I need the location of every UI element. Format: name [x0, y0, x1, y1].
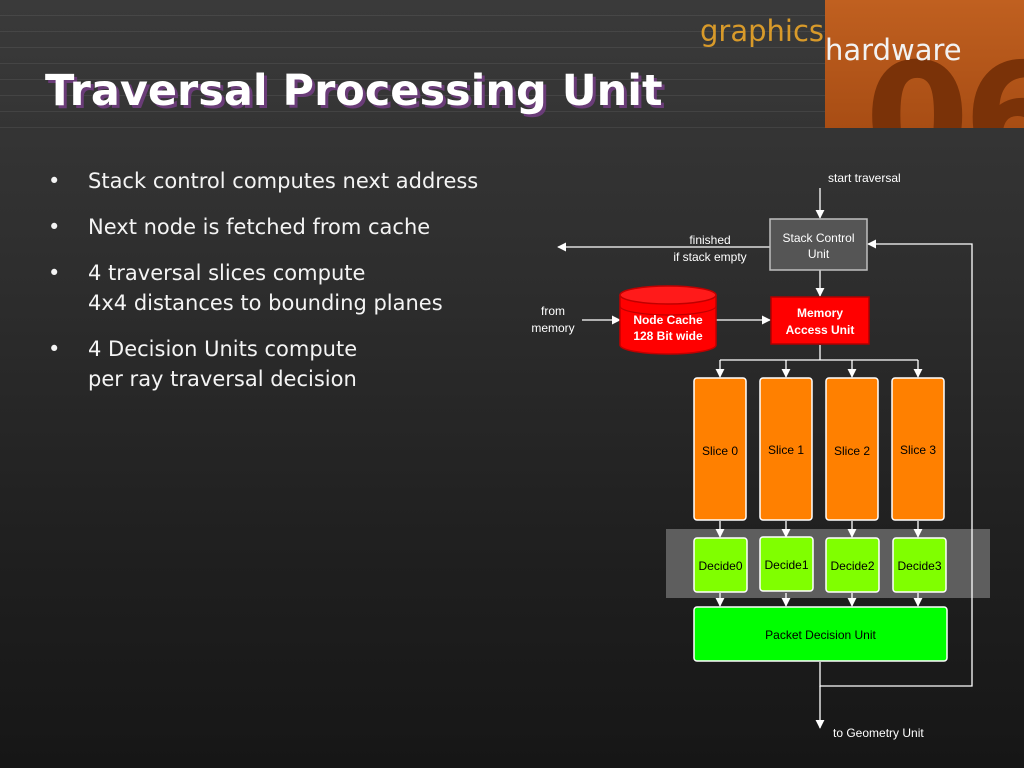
slide-title: Traversal Processing Unit — [45, 66, 663, 116]
from-memory-label-line2: memory — [531, 321, 574, 335]
brand-graphics-text: graphics — [700, 14, 825, 48]
slice-box — [693, 377, 747, 521]
header-stripes — [0, 0, 825, 130]
brand-hardware-text: hardware — [825, 33, 962, 67]
packet-decision-label: Packet Decision Unit — [765, 628, 876, 642]
memory-access-label-line2: Access Unit — [786, 323, 855, 337]
start-traversal-label: start traversal — [828, 171, 901, 185]
from-memory-label-line1: from — [541, 304, 565, 318]
brand-logo-box: 06 — [825, 0, 1024, 128]
memory-access-box — [770, 296, 870, 345]
bullet-item: Next node is fetched from cache — [46, 212, 478, 242]
finished-label-line2: if stack empty — [673, 250, 746, 264]
decide-box — [759, 536, 814, 592]
brand-year: 06 — [865, 32, 1024, 128]
decide-label: Decide3 — [897, 559, 941, 573]
connection-lines — [557, 188, 973, 729]
slice-box — [759, 377, 813, 521]
decide-label: Decide1 — [764, 558, 808, 572]
decide-label: Decide2 — [830, 559, 874, 573]
slice-label: Slice 3 — [900, 443, 936, 457]
to-geometry-label: to Geometry Unit — [833, 726, 924, 740]
node-cache-cylinder — [619, 285, 717, 355]
decide-label: Decide0 — [698, 559, 742, 573]
node-cache-label-line1: Node Cache — [633, 313, 703, 327]
decide-box — [825, 537, 880, 593]
bullet-line: 4 traversal slices compute — [88, 261, 366, 285]
slice-label: Slice 2 — [834, 444, 870, 458]
bullet-line: Next node is fetched from cache — [88, 215, 431, 239]
decide-box — [892, 537, 947, 593]
bullet-list: Stack control computes next address Next… — [46, 166, 478, 410]
slice-label: Slice 0 — [702, 444, 738, 458]
memory-access-label-line1: Memory — [797, 306, 843, 320]
bullet-line: per ray traversal decision — [88, 367, 357, 391]
bullet-line: Stack control computes next address — [88, 169, 479, 193]
packet-decision-box — [693, 606, 948, 662]
stack-control-box — [769, 218, 868, 271]
bullet-line: 4 Decision Units compute — [88, 337, 358, 361]
decide-box — [693, 537, 748, 593]
bullet-line: 4x4 distances to bounding planes — [88, 291, 443, 315]
slice-label: Slice 1 — [768, 443, 804, 457]
slice-box — [891, 377, 945, 521]
slice-box — [825, 377, 879, 521]
bullet-item: Stack control computes next address — [46, 166, 478, 196]
bullet-item: 4 traversal slices compute 4x4 distances… — [46, 258, 478, 318]
stack-control-label-line1: Stack Control — [782, 231, 854, 245]
stack-control-label-line2: Unit — [808, 247, 830, 261]
feedback-loop — [819, 239, 973, 687]
finished-label-line1: finished — [689, 233, 730, 247]
node-cache-label-line2: 128 Bit wide — [633, 329, 703, 343]
bullet-item: 4 Decision Units compute per ray travers… — [46, 334, 478, 394]
